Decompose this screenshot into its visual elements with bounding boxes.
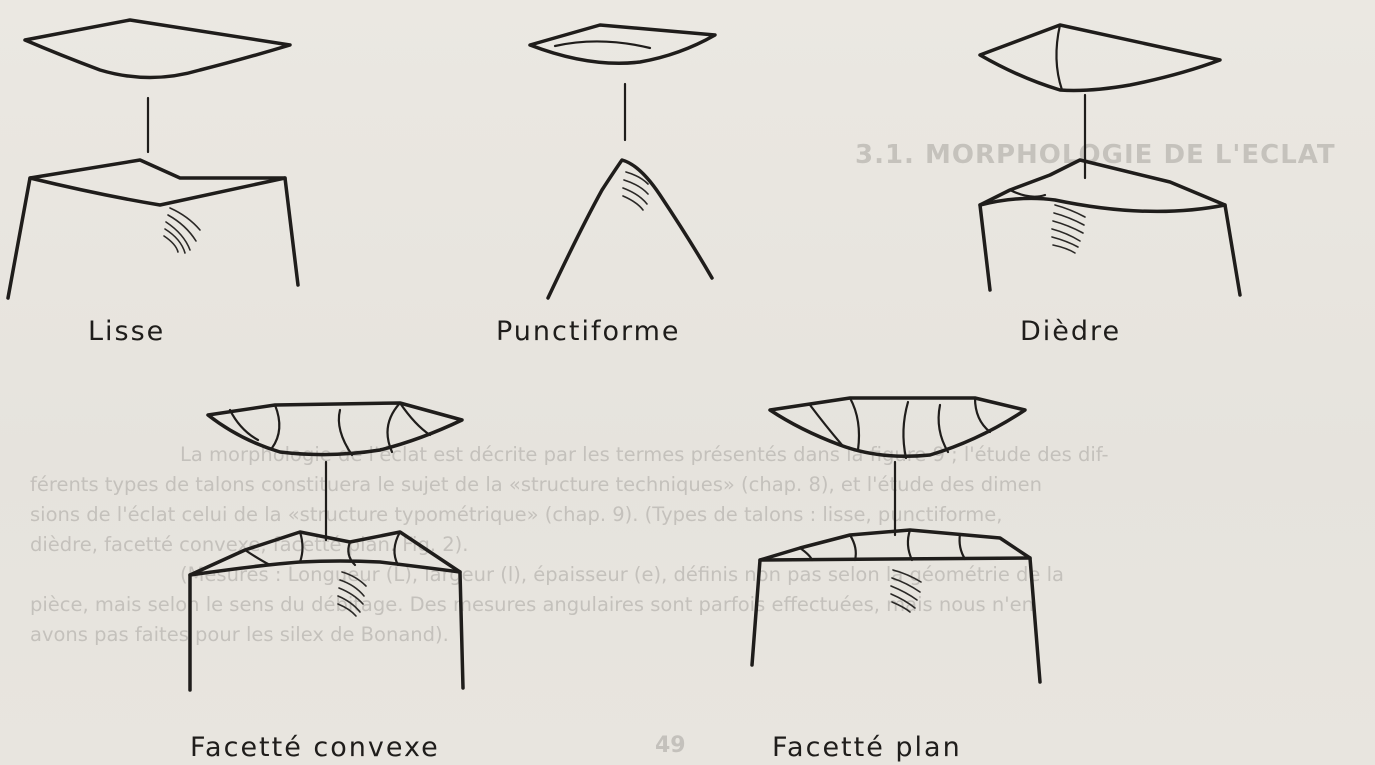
punctiforme-flake-profile — [548, 160, 712, 298]
punctiforme-label: Punctiforme — [496, 316, 681, 347]
punctiforme-impact-ripples — [623, 172, 648, 210]
facette-convexe-label: Facetté convexe — [190, 732, 440, 763]
diedre-drawing — [980, 25, 1240, 295]
facette-plan-impact-ripples — [891, 570, 921, 612]
lisse-drawing — [8, 20, 298, 298]
lisse-flake-profile — [8, 160, 298, 298]
punctiforme-drawing — [530, 25, 715, 298]
facette-convexe-drawing — [190, 403, 463, 690]
diedre-impact-ripples — [1052, 205, 1085, 253]
lisse-platform-view — [25, 20, 290, 78]
facette-plan-label: Facetté plan — [772, 732, 962, 763]
facette-plan-drawing — [752, 398, 1040, 682]
diedre-label: Dièdre — [1020, 316, 1121, 347]
lisse-impact-ripples — [164, 208, 200, 253]
facette-plan-platform-view — [770, 398, 1025, 456]
diedre-flake-profile — [980, 160, 1240, 295]
diedre-platform-view — [980, 25, 1220, 90]
facette-convexe-flake-profile — [190, 532, 463, 690]
lisse-label: Lisse — [88, 316, 165, 347]
facette-plan-flake-profile — [752, 530, 1040, 682]
facette-convexe-impact-ripples — [338, 572, 366, 616]
facette-convexe-platform-view — [208, 403, 462, 455]
